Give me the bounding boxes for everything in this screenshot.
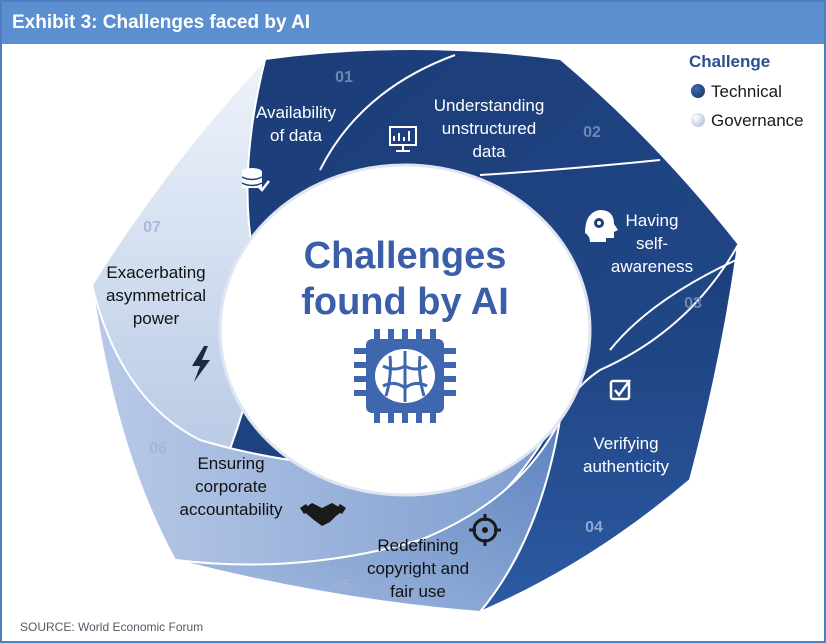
legend-dot-technical [691, 84, 705, 98]
divider-02-03 [479, 159, 661, 176]
challenge-label-04-line-1: Verifying [593, 434, 658, 453]
challenge-label-06-line-1: Ensuring [197, 454, 264, 473]
challenge-number: 03 [684, 295, 702, 312]
challenge-label-03-line-1: Having [626, 211, 679, 230]
challenge-label-05-line-1: Redefining [377, 536, 458, 555]
center-title-line-1: Challenges [304, 235, 507, 277]
segment-04 [479, 244, 739, 613]
exhibit-header: Exhibit 3: Challenges faced by AI [2, 2, 824, 44]
lightning-icon [192, 346, 210, 382]
challenge-number: 04 [585, 519, 603, 536]
divider-03-04 [609, 259, 737, 351]
challenge-label-05-line-3: fair use [390, 582, 446, 601]
center-title-line-2: found by AI [301, 281, 509, 323]
challenge-label-02-line-1: Understanding [434, 96, 545, 115]
challenge-number: 07 [143, 219, 161, 236]
ai-chip-brain-icon [354, 329, 456, 423]
crosshair-icon [469, 514, 501, 546]
challenge-label-02-line-3: data [472, 142, 506, 161]
legend-dot-governance [691, 113, 705, 127]
challenge-label-03-line-3: awareness [611, 257, 693, 276]
divider-01-02 [319, 54, 456, 171]
challenge-number: 06 [149, 440, 167, 457]
challenge-number: 01 [335, 69, 353, 86]
legend-item-governance: Governance [691, 111, 804, 131]
challenge-label-03-line-2: self- [636, 234, 668, 253]
legend-title: Challenge [689, 52, 771, 71]
challenge-number: 05 [334, 577, 352, 594]
monitor-chart-icon [389, 126, 417, 152]
exhibit-title: Exhibit 3: Challenges faced by AI [12, 12, 311, 33]
legend-item-technical: Technical [691, 82, 782, 102]
challenge-label-07-line-3: power [133, 309, 180, 328]
handshake-icon [300, 503, 346, 526]
challenge-label-02-line-2: unstructured [442, 119, 537, 138]
head-gear-icon [585, 210, 618, 242]
challenge-number: 02 [583, 124, 601, 141]
challenge-label-07-line-2: asymmetrical [106, 286, 206, 305]
source-note: SOURCE: World Economic Forum [20, 620, 204, 634]
challenge-label-01-line-2: of data [270, 126, 323, 145]
legend-label-technical: Technical [711, 82, 782, 101]
legend-label-governance: Governance [711, 111, 804, 130]
challenge-label-07-line-1: Exacerbating [106, 263, 205, 282]
database-check-icon [241, 168, 270, 192]
challenge-label-06-line-2: corporate [195, 477, 267, 496]
challenge-label-05-line-2: copyright and [367, 559, 469, 578]
challenge-label-04-line-2: authenticity [583, 457, 669, 476]
challenge-label-06-line-3: accountability [179, 500, 283, 519]
challenge-label-01-line-1: Availability [256, 103, 337, 122]
checkbox-icon [609, 379, 632, 401]
